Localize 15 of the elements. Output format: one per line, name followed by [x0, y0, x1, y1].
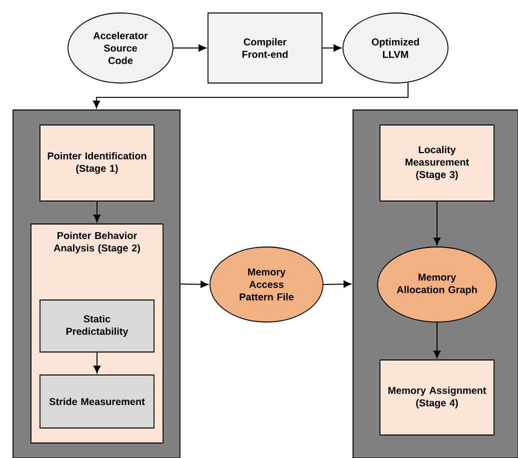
arrow: [322, 44, 342, 52]
stage-box: Locality Measurement (Stage 3): [380, 124, 494, 202]
arrow: [322, 280, 352, 288]
arrow: [433, 322, 441, 358]
arrow: [92, 82, 409, 108]
arrow: [93, 352, 101, 374]
stage-box: Pointer Identification (Stage 1): [40, 124, 154, 202]
process-box: Compiler Front-end: [208, 12, 322, 84]
arrow: [433, 200, 441, 246]
step-box: Static Predictability: [40, 300, 154, 352]
arrow: [180, 280, 208, 288]
arrow: [93, 200, 101, 222]
step-box: Stride Measurement: [40, 374, 154, 428]
arrow: [172, 44, 206, 52]
stage-box: Memory Assignment (Stage 4): [380, 360, 494, 436]
